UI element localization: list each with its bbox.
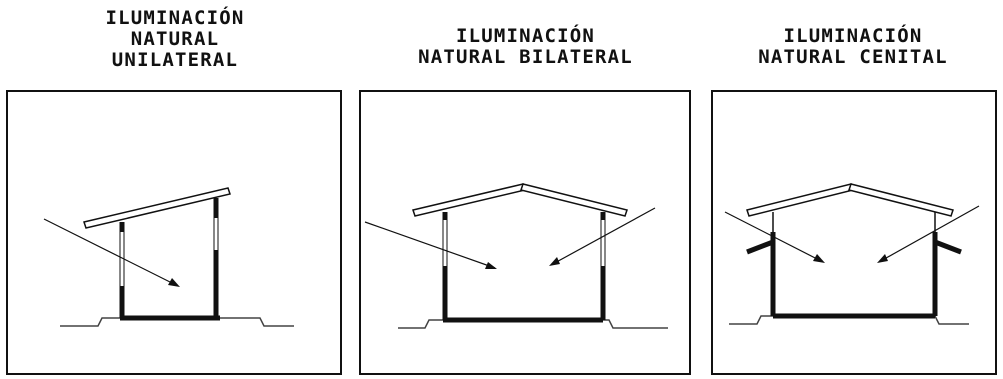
roof-slab <box>83 187 231 229</box>
light-ray-arrow-right <box>549 207 656 266</box>
light-ray-arrow <box>43 218 180 287</box>
roof-slab-right <box>848 183 954 217</box>
panel-frame <box>359 90 691 375</box>
panel-bilateral: ILUMINACIÓN NATURAL BILATERAL <box>353 0 698 379</box>
title-line: UNILATERAL <box>111 49 239 71</box>
light-ray-arrow-left <box>724 211 825 263</box>
panel-frame <box>711 90 997 375</box>
title-line: NATURAL <box>130 28 220 50</box>
overhang-right <box>934 239 962 255</box>
title-line: NATURAL BILATERAL <box>418 46 633 68</box>
panel-frame <box>6 90 342 375</box>
panel-title: ILUMINACIÓN NATURAL CENITAL <box>703 26 1003 68</box>
title-line: ILUMINACIÓN <box>783 25 923 47</box>
roof-slab-left <box>412 183 526 217</box>
panel-title: ILUMINACIÓN NATURAL BILATERAL <box>353 26 698 68</box>
cenital-section-diagram <box>711 90 997 375</box>
light-ray-arrow-left <box>364 221 497 269</box>
roof-slab-right <box>520 183 628 217</box>
light-ray-arrow-right <box>877 205 980 263</box>
panel-title: ILUMINACIÓN NATURAL UNILATERAL <box>0 8 350 71</box>
panel-unilateral: ILUMINACIÓN NATURAL UNILATERAL <box>0 0 350 379</box>
title-line: NATURAL CENITAL <box>758 46 948 68</box>
overhang-left <box>746 239 774 255</box>
panel-cenital: ILUMINACIÓN NATURAL CENITAL <box>703 0 1003 379</box>
bilateral-section-diagram <box>359 90 691 375</box>
roof-slab-left <box>746 183 854 217</box>
unilateral-section-diagram <box>6 90 342 375</box>
title-line: ILUMINACIÓN <box>105 7 245 29</box>
title-line: ILUMINACIÓN <box>455 25 596 47</box>
